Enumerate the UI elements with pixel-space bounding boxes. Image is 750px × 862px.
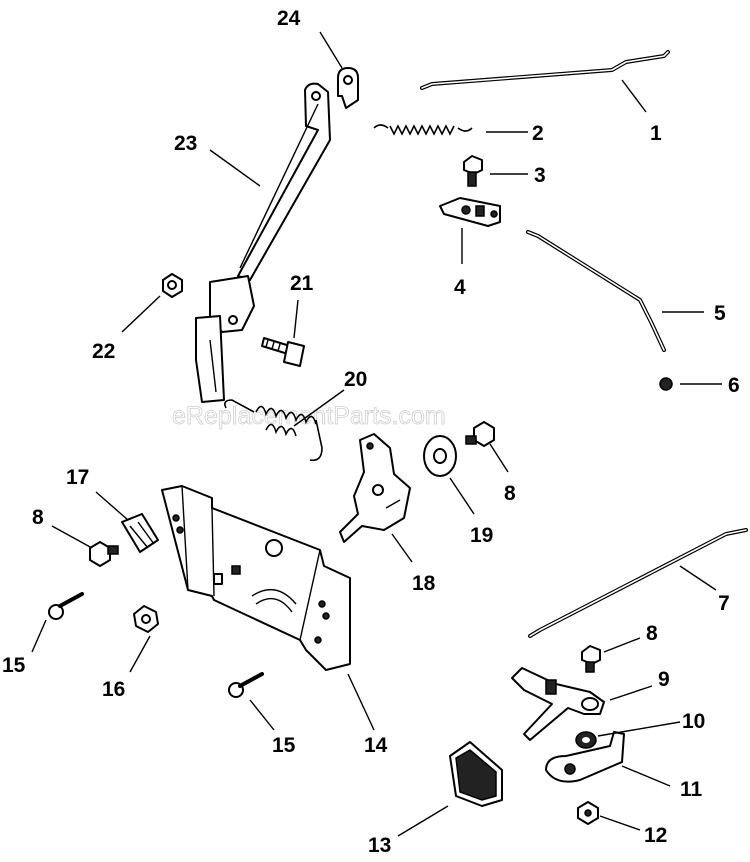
part-8-screw-top xyxy=(465,421,495,447)
callout-6: 6 xyxy=(728,374,740,397)
part-15-bolt-left xyxy=(48,592,84,620)
callout-10: 10 xyxy=(682,710,705,733)
callout-16: 16 xyxy=(102,678,125,701)
callout-9: 9 xyxy=(658,668,670,691)
part-8-screw-bottom xyxy=(581,645,601,673)
part-12-nut xyxy=(577,801,599,825)
callout-15-left: 15 xyxy=(2,654,26,677)
part-15-bolt-bottom xyxy=(228,672,264,698)
callout-8-top: 8 xyxy=(504,482,516,505)
part-22-nut xyxy=(162,273,183,298)
part-8-screw-left xyxy=(89,541,119,567)
part-17-clip xyxy=(121,513,159,553)
part-21-bolt xyxy=(261,337,305,367)
part-2-spring xyxy=(373,124,473,136)
callout-11: 11 xyxy=(680,778,703,801)
part-9-lever xyxy=(511,667,605,741)
part-14-mounting-plate xyxy=(161,485,351,671)
part-16-nut xyxy=(133,605,159,633)
callout-19: 19 xyxy=(470,524,493,547)
callout-23: 23 xyxy=(174,132,197,155)
part-24-clip xyxy=(337,67,359,109)
part-19-washer xyxy=(423,435,457,477)
callout-24: 24 xyxy=(277,7,301,30)
callout-18: 18 xyxy=(412,572,436,595)
part-5-rod xyxy=(526,230,666,352)
callout-8-left: 8 xyxy=(32,506,44,529)
callouts: 24 1 2 3 4 5 6 23 21 22 20 8 19 18 17 8 … xyxy=(2,7,740,857)
part-4-bracket xyxy=(439,197,501,227)
part-7-rod xyxy=(528,528,748,638)
callout-22: 22 xyxy=(92,340,115,363)
callout-7: 7 xyxy=(718,592,730,615)
callout-3: 3 xyxy=(534,164,546,187)
callout-15-bottom: 15 xyxy=(272,734,296,757)
callout-2: 2 xyxy=(532,122,544,145)
part-6-nut xyxy=(659,377,673,391)
part-18-lever-bracket xyxy=(339,433,411,543)
callout-14: 14 xyxy=(364,734,388,757)
part-13-grip xyxy=(449,741,503,807)
callout-17: 17 xyxy=(66,466,89,489)
callout-13: 13 xyxy=(368,834,391,857)
part-20-spring xyxy=(224,399,323,462)
callout-12: 12 xyxy=(644,824,667,847)
callout-21: 21 xyxy=(290,272,314,295)
part-1-rod xyxy=(420,50,670,90)
callout-4: 4 xyxy=(454,276,466,299)
callout-1: 1 xyxy=(650,122,662,145)
callout-5: 5 xyxy=(714,302,726,325)
callout-8-bottom: 8 xyxy=(646,622,658,645)
callout-20: 20 xyxy=(344,368,367,391)
part-10-washer xyxy=(575,731,597,749)
part-23-control-lever xyxy=(195,82,331,403)
leader-lines xyxy=(31,31,722,837)
part-3-screw xyxy=(463,155,483,187)
